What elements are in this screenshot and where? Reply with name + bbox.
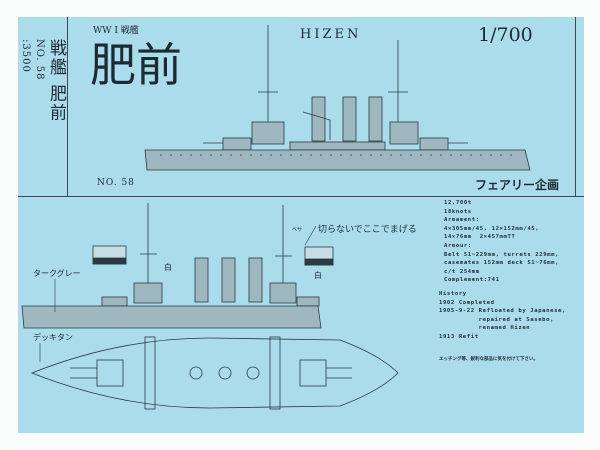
spec-line: 14×76mm 2×457mmTT [444, 234, 516, 241]
title-en: HIZEN [300, 27, 362, 42]
spec-line: Armament: [444, 217, 480, 224]
callout-lines [39, 225, 317, 362]
history-line: repaired at Sasebo, [439, 316, 555, 323]
spec-line: casemates 152mm deck 51~76mm, [444, 260, 560, 267]
instruction-sheet [18, 17, 584, 433]
history-line: 1913 Refit [439, 333, 479, 340]
label-gray: タークグレー [33, 269, 81, 278]
spec-line: Armour: [444, 242, 472, 249]
title-jp: 肥前 [90, 38, 182, 92]
spec-line: 12,700t [444, 200, 472, 206]
category-label: WW I 戦艦 [93, 26, 139, 36]
section-divider [18, 196, 584, 197]
small-part-label: ベサ [292, 227, 303, 233]
spine: 戦艦 肥前 NO. 58 :3500 [18, 17, 67, 197]
history-line: renamed Hizen [439, 325, 531, 332]
label-white-1: 白 [164, 263, 172, 272]
spec-line: Belt 51~229mm, turrets 229mm, [444, 251, 560, 258]
spec-line: c/t 254mm [444, 268, 480, 275]
spine-number: NO. 58 [34, 39, 45, 81]
right-divider [575, 17, 576, 197]
label-deck: デッキタン [33, 333, 73, 342]
history-line: 1905-9-22 Refloated by Japanese, [439, 308, 566, 315]
side-view-bottom [21, 203, 334, 329]
spine-scale: :3500 [20, 39, 31, 73]
fold-note: 切らないでここでまげる [318, 225, 417, 235]
spec-line: 4×305mm/45, 12×152mm/45, [444, 225, 540, 232]
label-white-2: 白 [314, 271, 322, 280]
spec-line: 18knots [444, 208, 472, 215]
scale-label: 1/700 [478, 24, 533, 46]
history-heading: History [439, 291, 467, 297]
history-block: History 1902 Completed 1905-9-22 Refloat… [439, 290, 566, 342]
spec-line: Complement:741 [444, 277, 500, 284]
history-line: 1902 Completed [439, 299, 495, 306]
plan-view [30, 336, 399, 410]
spine-title: 戦艦 肥前 [46, 39, 66, 123]
specs-block: 12,700t 18knots Armament: 4×305mm/45, 12… [444, 199, 559, 285]
kit-number: NO. 58 [97, 178, 135, 188]
maker-name: フェアリー企画 [475, 178, 560, 192]
spine-divider [67, 17, 68, 197]
side-view-top [144, 25, 531, 171]
caution-note: エッチング等、鋭利な部品に気を付けて下さい。 [439, 357, 538, 362]
